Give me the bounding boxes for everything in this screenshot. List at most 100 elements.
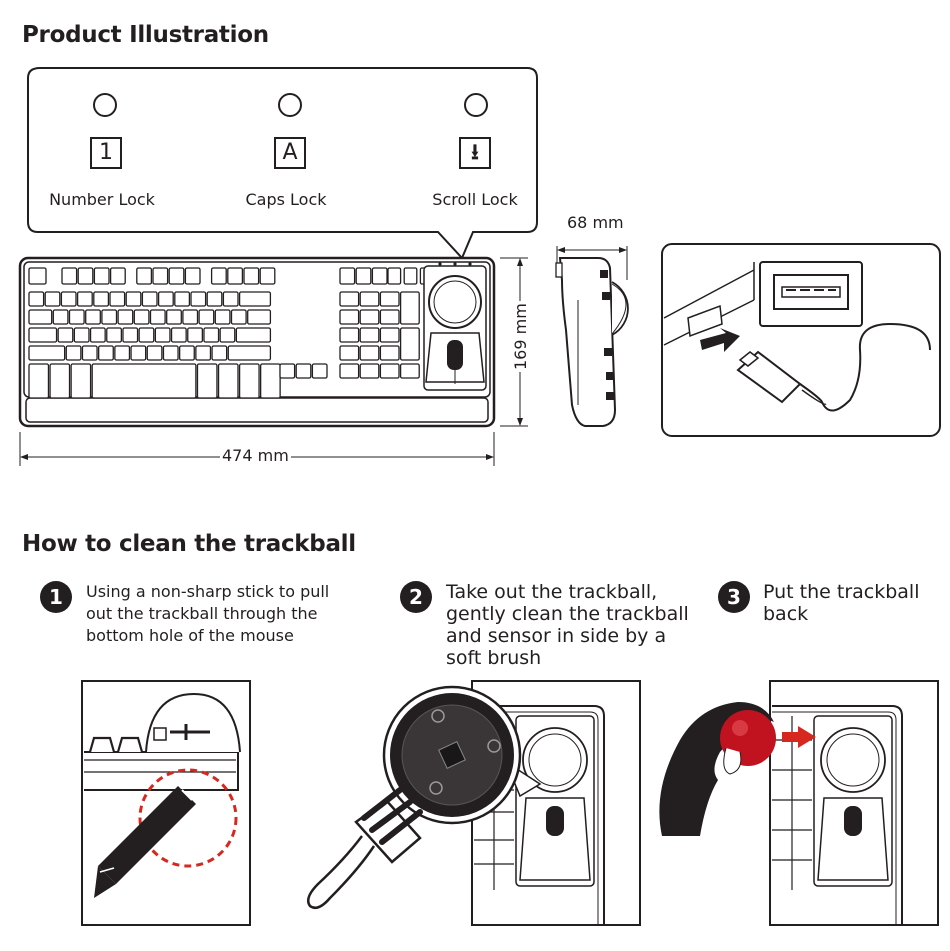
keyboard-key — [28, 345, 66, 361]
keyboard-key — [339, 267, 356, 285]
keyboard-key — [227, 267, 244, 285]
keyboard-key — [136, 267, 153, 285]
keyboard-key — [109, 267, 126, 285]
keyboard-key — [187, 327, 204, 343]
keyboard-key — [379, 327, 400, 343]
keyboard-key — [359, 363, 380, 379]
keyboard-key — [28, 363, 50, 399]
step-1-line: Using a non-sharp stick to pull — [86, 582, 330, 601]
step-1-badge: 1 — [40, 581, 72, 613]
caps-lock-label: Caps Lock — [245, 190, 327, 209]
keyboard-key — [260, 363, 281, 399]
keyboard-key — [359, 345, 380, 361]
keyboard-key — [106, 327, 123, 343]
keyboard-key — [49, 363, 71, 399]
keyboard-key — [227, 345, 272, 361]
keyboard-key — [166, 309, 182, 325]
keyboard-key — [211, 345, 228, 361]
keyboard-key — [93, 291, 110, 307]
step-3-badge: 3 — [718, 581, 750, 613]
keyboard-key — [52, 309, 69, 325]
keyboard-key — [259, 267, 276, 285]
keyboard-key — [85, 309, 101, 325]
scroll-lock-label: Scroll Lock — [432, 190, 518, 209]
keyboard-key — [154, 327, 171, 343]
keyboard-key — [81, 345, 98, 361]
keyboard-key — [230, 309, 247, 325]
keyboard-key — [138, 327, 155, 343]
keyboard-key — [130, 345, 147, 361]
step-2-line: Take out the trackball, — [446, 581, 658, 603]
keyboard-key — [109, 291, 126, 307]
keyboard-key — [247, 309, 272, 325]
caps-lock-led — [278, 93, 302, 117]
keyboard-key — [235, 327, 272, 343]
number-lock-led — [93, 93, 117, 117]
keyboard-key — [279, 363, 296, 379]
step-3-line: back — [763, 603, 809, 625]
keyboard-key — [60, 291, 77, 307]
keyboard-key — [214, 309, 231, 325]
keyboard-key — [399, 291, 420, 325]
keyboard-key — [44, 291, 61, 307]
keyboard-key — [89, 327, 106, 343]
width-dimension-label: 474 mm — [220, 446, 291, 465]
keyboard-key — [146, 345, 163, 361]
keyboard-key — [152, 267, 169, 285]
keyboard-key — [217, 363, 239, 399]
keyboard-key — [339, 363, 360, 379]
step-1-line: out the trackball through the — [86, 604, 318, 623]
keyboard-key — [371, 267, 388, 285]
keyboard-key — [203, 327, 220, 343]
step-3-line: Put the trackball — [763, 581, 920, 603]
keyboard-key — [168, 267, 185, 285]
number-lock-icon: 1 — [90, 137, 122, 169]
keyboard-key — [379, 363, 400, 379]
step-2-line: gently clean the trackball — [446, 603, 689, 625]
number-lock-label: Number Lock — [49, 190, 155, 209]
step-2-line: soft brush — [446, 647, 542, 669]
keyboard-key — [210, 267, 227, 285]
keyboard-key — [114, 345, 131, 361]
step-1-text: Using a non-sharp stick to pull out the … — [86, 581, 329, 647]
keyboard-key — [57, 327, 74, 343]
keyboard-key — [403, 267, 418, 285]
keyboard-key — [70, 363, 92, 399]
keyboard-key — [295, 363, 312, 379]
keyboard-key — [379, 309, 400, 325]
keyboard-key — [28, 327, 58, 343]
keyboard-key — [117, 309, 134, 325]
step-3-text: Put the trackball back — [763, 581, 920, 625]
keyboard-key — [399, 363, 420, 379]
keyboard-key — [91, 363, 197, 399]
keyboard-key — [190, 291, 207, 307]
keyboard-key — [76, 291, 93, 307]
keyboard-key — [184, 267, 201, 285]
keyboard-key — [339, 345, 360, 361]
keyboard-key — [157, 291, 174, 307]
keyboard-key — [359, 291, 380, 307]
keyboard-key — [182, 309, 199, 325]
keyboard-key — [101, 309, 118, 325]
scroll-lock-led — [464, 93, 488, 117]
keyboard-key — [149, 309, 166, 325]
keyboard-key — [93, 267, 110, 285]
keyboard-key — [162, 345, 179, 361]
keyboard-key — [73, 327, 90, 343]
keyboard-key — [206, 291, 223, 307]
keyboard-key — [179, 345, 195, 361]
keyboard-key — [170, 327, 187, 343]
product-illustration-title: Product Illustration — [22, 22, 269, 48]
keyboard-key — [174, 291, 191, 307]
keyboard-key — [198, 309, 215, 325]
cleaning-title: How to clean the trackball — [22, 531, 356, 557]
keyboard-key — [141, 291, 158, 307]
keyboard-key — [387, 267, 402, 285]
keyboard-key — [77, 267, 94, 285]
keyboard-key — [339, 309, 360, 325]
keyboard-key — [133, 309, 150, 325]
keyboard-key — [125, 291, 142, 307]
